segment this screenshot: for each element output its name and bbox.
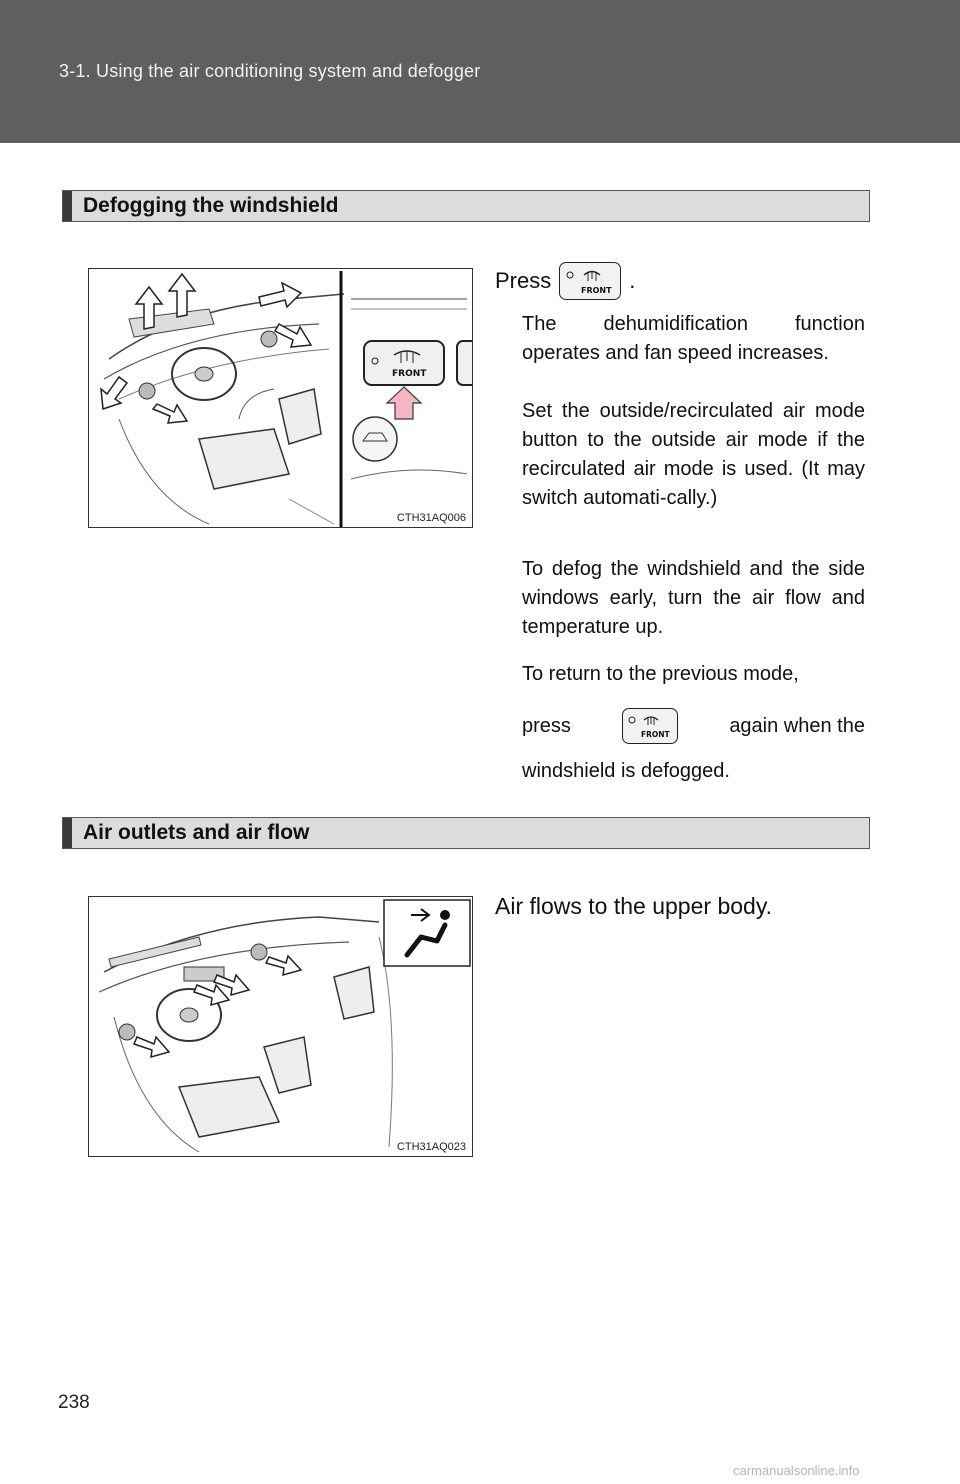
page-number: 238 xyxy=(58,1392,90,1413)
watermark: carmanualsonline.info xyxy=(733,1463,860,1478)
section-title: Air outlets and air flow xyxy=(83,821,310,844)
svg-text:FRONT: FRONT xyxy=(392,369,427,379)
figure-code: CTH31AQ006 xyxy=(396,512,466,524)
paragraph-defog-early: To defog the windshield and the side win… xyxy=(522,558,865,638)
section-heading-defogging: Defogging the windshield xyxy=(62,190,870,222)
again-when-text: again when the xyxy=(729,714,865,737)
dashboard-illustration: FRONT xyxy=(100,271,472,527)
svg-text:FRONT: FRONT xyxy=(641,730,671,739)
press-instruction: Press FRONT . xyxy=(495,262,635,300)
svg-text:FRONT: FRONT xyxy=(581,286,612,295)
press-again-line: press FRONT again when the xyxy=(522,700,865,752)
section-heading-air-outlets: Air outlets and air flow xyxy=(62,817,870,849)
figure-windshield-defog: FRONT CTH31AQ006 xyxy=(88,268,473,528)
press-label: Press xyxy=(495,268,552,293)
press-word: press xyxy=(522,714,571,737)
paragraph-defogged: windshield is defogged. xyxy=(522,760,730,782)
airflow-caption: Air flows to the upper body. xyxy=(495,893,772,919)
page-header: 3-1. Using the air conditioning system a… xyxy=(0,0,960,143)
figure-air-outlets: CTH31AQ023 xyxy=(88,896,473,1157)
chapter-title: 3-1. Using the air conditioning system a… xyxy=(59,61,481,81)
upper-body-airflow-icon xyxy=(383,899,471,967)
front-defroster-button-icon: FRONT xyxy=(559,262,622,300)
front-defroster-button-icon: FRONT xyxy=(622,708,679,744)
section-tab-marker xyxy=(63,191,72,221)
press-suffix: . xyxy=(629,268,636,293)
section-title: Defogging the windshield xyxy=(83,194,339,217)
dashboard-airflow-illustration xyxy=(98,899,471,1153)
section-tab-marker xyxy=(63,818,72,848)
paragraph-outside-air-mode: Set the outside/recirculated air mode bu… xyxy=(522,400,865,509)
paragraph-dehumidification: The dehumidification function operates a… xyxy=(522,313,865,364)
paragraph-return-mode: To return to the previous mode, xyxy=(522,663,799,685)
figure-code: CTH31AQ023 xyxy=(396,1141,466,1153)
